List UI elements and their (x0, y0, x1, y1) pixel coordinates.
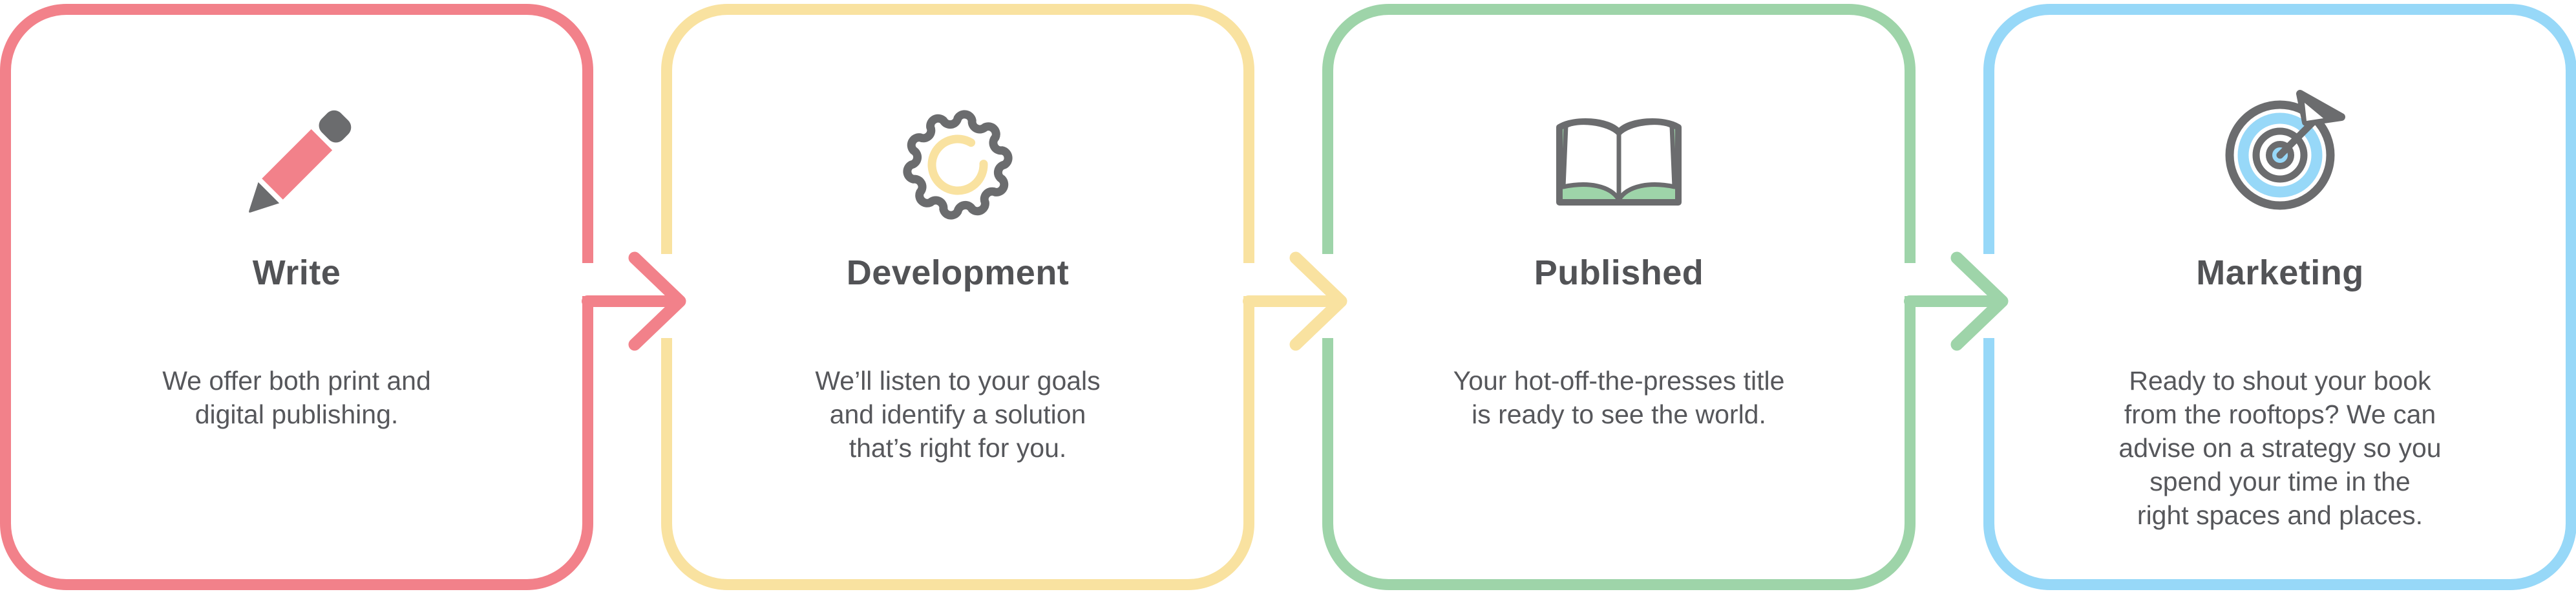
step-description-marketing: Ready to shout your book from the roofto… (2118, 366, 2442, 530)
step-description-development: We’ll listen to your goals and identify … (815, 366, 1101, 463)
step-title-development: Development (846, 253, 1070, 292)
step-title-marketing: Marketing (2196, 253, 2364, 292)
gear-icon (903, 110, 1013, 220)
step-card-marketing: Marketing Ready to shout your book from … (1983, 4, 2576, 590)
step-title-published: Published (1534, 253, 1704, 292)
step-description-write: We offer both print and digital publishi… (162, 366, 431, 429)
step-description-published: Your hot-off-the-presses title is ready … (1453, 366, 1785, 429)
step-card-write: Write We offer both print and digital pu… (0, 4, 593, 590)
open-book-icon (1556, 118, 1682, 206)
step-card-published: Published Your hot-off-the-presses title… (1322, 4, 1916, 590)
target-icon (2225, 90, 2345, 210)
step-card-development: Development We’ll listen to your goals a… (661, 4, 1254, 590)
step-title-write: Write (252, 253, 341, 292)
pencil-icon (249, 110, 352, 213)
